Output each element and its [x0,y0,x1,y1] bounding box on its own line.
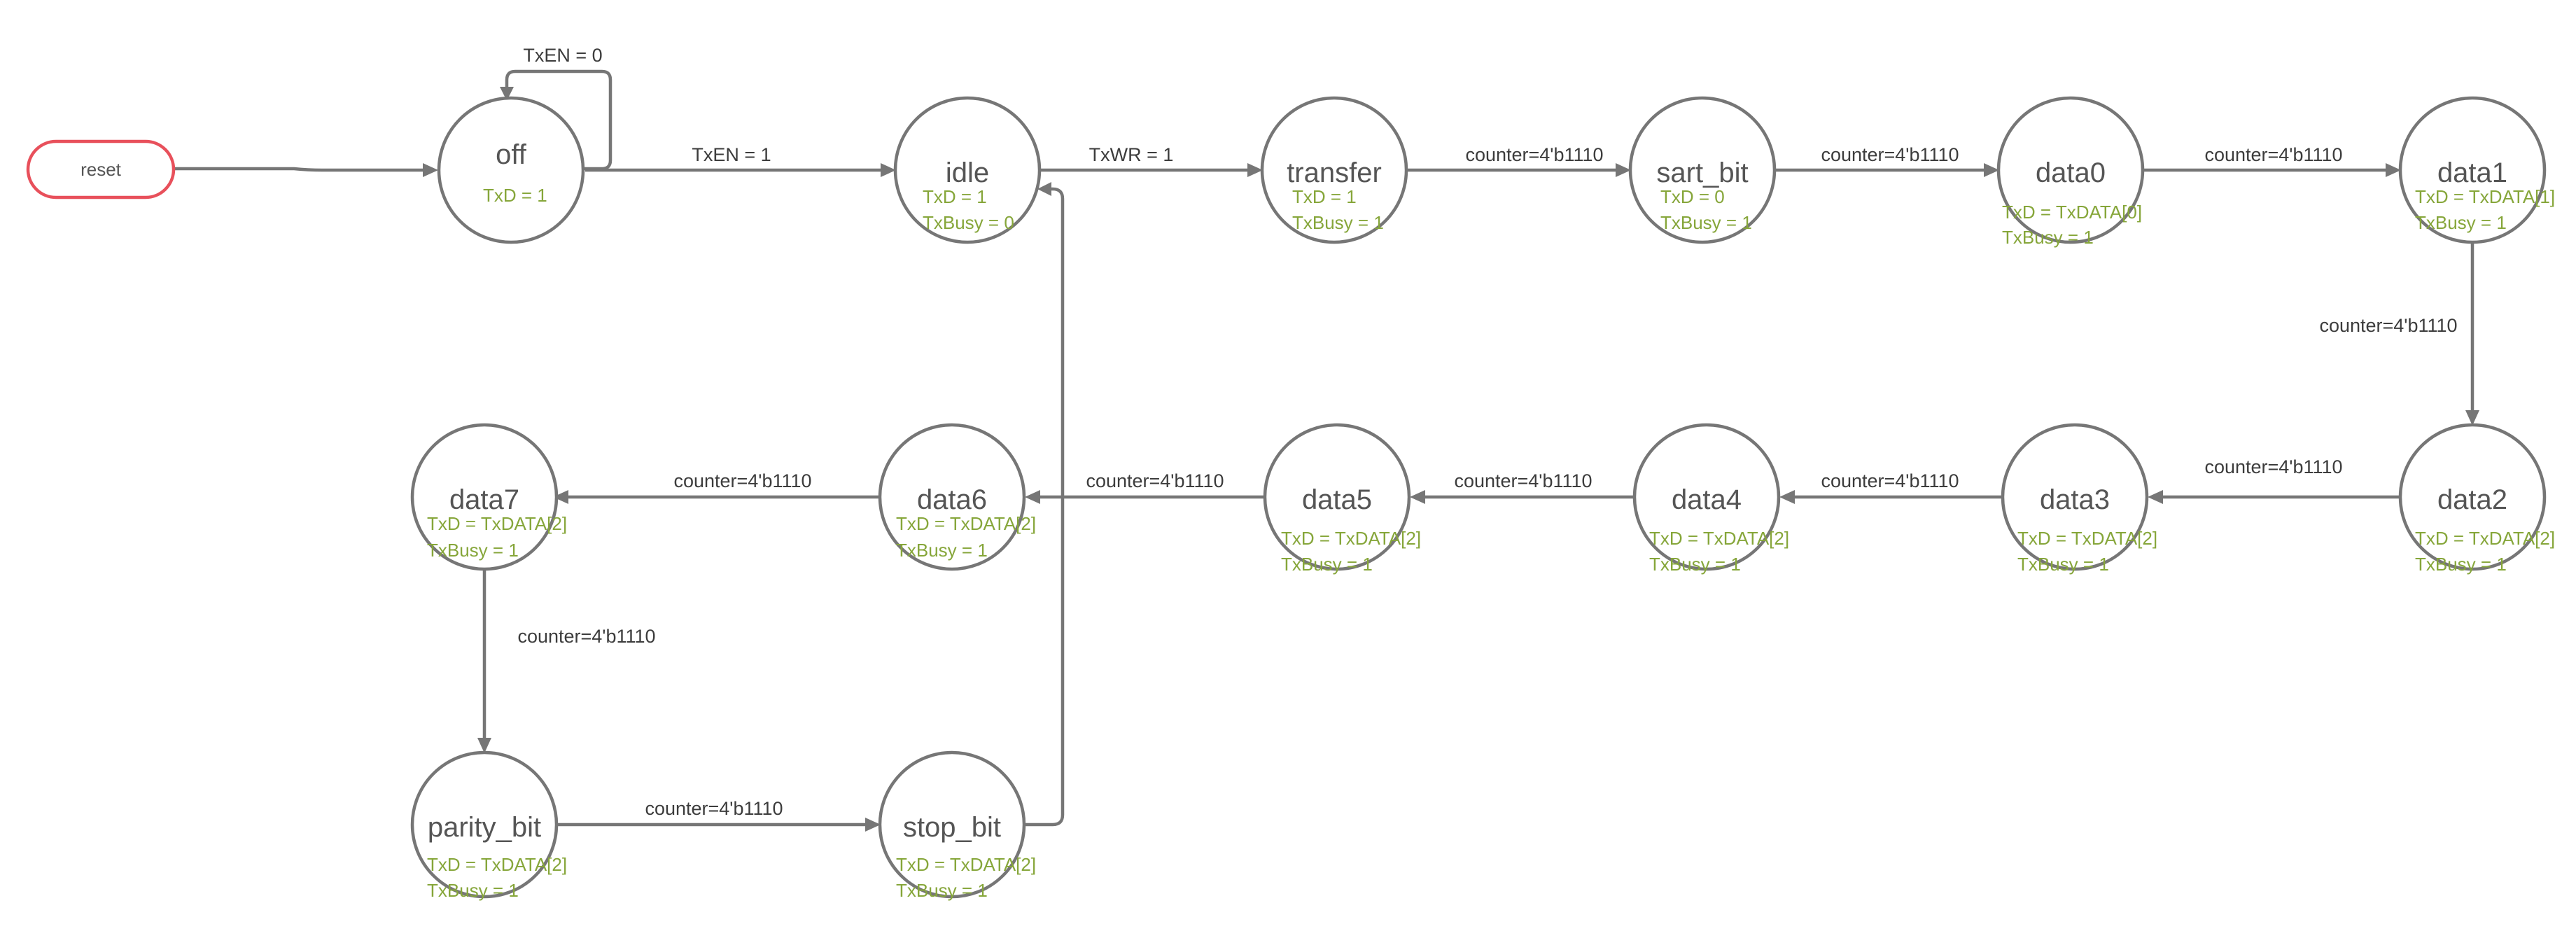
edge-off-idle: TxEN = 1 [585,144,896,177]
state-stop-bit-name: stop_bit [903,812,1001,843]
edge-off-self-label: TxEN = 0 [523,45,602,66]
state-data3-output-1: TxD = TxDATA[2] [2017,528,2157,549]
state-transfer-output-2: TxBusy = 1 [1292,212,1384,233]
state-idle-name: idle [946,158,989,188]
state-transfer-output-1: TxD = 1 [1292,186,1357,207]
state-data2-name: data2 [2437,484,2507,515]
state-parity-bit-output-2: TxBusy = 1 [427,880,519,901]
edge-sartbit-data0: counter=4'b1110 [1774,144,1999,177]
state-data1: data1 TxD = TxDATA[1] TxBusy = 1 [2398,96,2555,244]
edge-transfer-sartbit: counter=4'b1110 [1406,144,1631,177]
state-idle: idle TxD = 1 TxBusy = 0 [893,96,1042,244]
state-stop-bit: stop_bit TxD = TxDATA[2] TxBusy = 1 [878,750,1036,901]
state-data5: data5 TxD = TxDATA[2] TxBusy = 1 [1263,423,1421,575]
state-transfer-name: transfer [1287,158,1382,188]
edge-data1-data2-label: counter=4'b1110 [2319,315,2457,336]
state-transfer: transfer TxD = 1 TxBusy = 1 [1260,96,1408,244]
edge-data2-data3-label: counter=4'b1110 [2204,456,2342,477]
state-data5-name: data5 [1302,484,1372,515]
state-idle-output-2: TxBusy = 0 [923,212,1014,233]
state-data1-name: data1 [2437,158,2507,188]
state-data0-output-2: TxBusy = 1 [2002,227,2094,248]
edge-paritybit-stopbit-label: counter=4'b1110 [645,798,783,819]
state-data7: data7 TxD = TxDATA[2] TxBusy = 1 [410,423,567,571]
edge-data2-data3: counter=4'b1110 [2148,456,2401,504]
edge-idle-transfer-label: TxWR = 1 [1089,144,1174,165]
edges: TxEN = 0 TxEN = 1 TxWR = 1 counter=4'b11… [174,45,2479,832]
edge-idle-transfer: TxWR = 1 [1039,144,1263,177]
state-data7-output-2: TxBusy = 1 [427,540,519,561]
state-idle-output-1: TxD = 1 [923,186,987,207]
edge-sartbit-data0-label: counter=4'b1110 [1821,144,1959,165]
state-data0-output-1: TxD = TxDATA[0] [2002,202,2142,223]
state-off: off TxD = 1 [437,96,585,244]
state-sart-bit: sart_bit TxD = 0 TxBusy = 1 [1628,96,1777,244]
state-stop-bit-output-2: TxBusy = 1 [896,880,988,901]
state-data5-output-2: TxBusy = 1 [1281,554,1373,575]
state-data6-output-1: TxD = TxDATA[2] [896,513,1036,534]
edge-off-self: TxEN = 0 [500,45,612,171]
state-sart-bit-name: sart_bit [1656,158,1748,188]
reset-label: reset [80,159,122,180]
edge-data7-paritybit: counter=4'b1110 [477,568,656,753]
state-data6: data6 TxD = TxDATA[2] TxBusy = 1 [878,423,1036,571]
edge-data5-data6-label: counter=4'b1110 [1086,470,1224,491]
state-data2: data2 TxD = TxDATA[2] TxBusy = 1 [2398,423,2555,575]
edge-stopbit-idle [1025,182,1065,827]
reset-node: reset [26,139,176,200]
state-data3: data3 TxD = TxDATA[2] TxBusy = 1 [2001,423,2157,575]
state-parity-bit: parity_bit TxD = TxDATA[2] TxBusy = 1 [410,750,567,901]
state-parity-bit-name: parity_bit [428,812,541,843]
edge-reset-off [174,163,438,177]
state-sart-bit-output-2: TxBusy = 1 [1660,212,1752,233]
edge-data1-data2: counter=4'b1110 [2319,241,2479,426]
state-stop-bit-output-1: TxD = TxDATA[2] [896,854,1036,875]
edge-data6-data7-label: counter=4'b1110 [673,470,811,491]
edge-transfer-sartbit-label: counter=4'b1110 [1465,144,1603,165]
state-data1-output-2: TxBusy = 1 [2415,212,2507,233]
state-off-output-1: TxD = 1 [483,185,547,206]
state-data0: data0 TxD = TxDATA[0] TxBusy = 1 [1996,96,2145,248]
edge-data0-data1: counter=4'b1110 [2142,144,2401,177]
edge-data6-data7: counter=4'b1110 [553,470,881,504]
state-sart-bit-output-1: TxD = 0 [1660,186,1725,207]
state-data1-output-1: TxD = TxDATA[1] [2415,186,2555,207]
edge-data5-data6: counter=4'b1110 [1025,470,1264,504]
state-data0-name: data0 [2036,158,2106,188]
state-data3-output-2: TxBusy = 1 [2017,554,2109,575]
state-data6-name: data6 [917,484,987,515]
state-data4: data4 TxD = TxDATA[2] TxBusy = 1 [1632,423,1789,575]
state-off-name: off [496,139,527,170]
edge-data4-data5: counter=4'b1110 [1410,470,1634,504]
edge-off-idle-label: TxEN = 1 [692,144,771,165]
edge-data3-data4: counter=4'b1110 [1779,470,2002,504]
edge-paritybit-stopbit: counter=4'b1110 [556,798,881,832]
state-data4-name: data4 [1672,484,1742,515]
edge-data4-data5-label: counter=4'b1110 [1454,470,1592,491]
state-data7-output-1: TxD = TxDATA[2] [427,513,567,534]
state-data4-output-2: TxBusy = 1 [1649,554,1741,575]
edge-data7-paritybit-label: counter=4'b1110 [517,626,655,647]
edge-data3-data4-label: counter=4'b1110 [1821,470,1959,491]
state-parity-bit-output-1: TxD = TxDATA[2] [427,854,567,875]
edge-data0-data1-label: counter=4'b1110 [2204,144,2342,165]
state-data2-output-1: TxD = TxDATA[2] [2415,528,2555,549]
state-data7-name: data7 [449,484,519,515]
state-data2-output-2: TxBusy = 1 [2415,554,2507,575]
state-data4-output-1: TxD = TxDATA[2] [1649,528,1789,549]
state-data5-output-1: TxD = TxDATA[2] [1281,528,1421,549]
state-data3-name: data3 [2040,484,2110,515]
state-data6-output-2: TxBusy = 1 [896,540,988,561]
